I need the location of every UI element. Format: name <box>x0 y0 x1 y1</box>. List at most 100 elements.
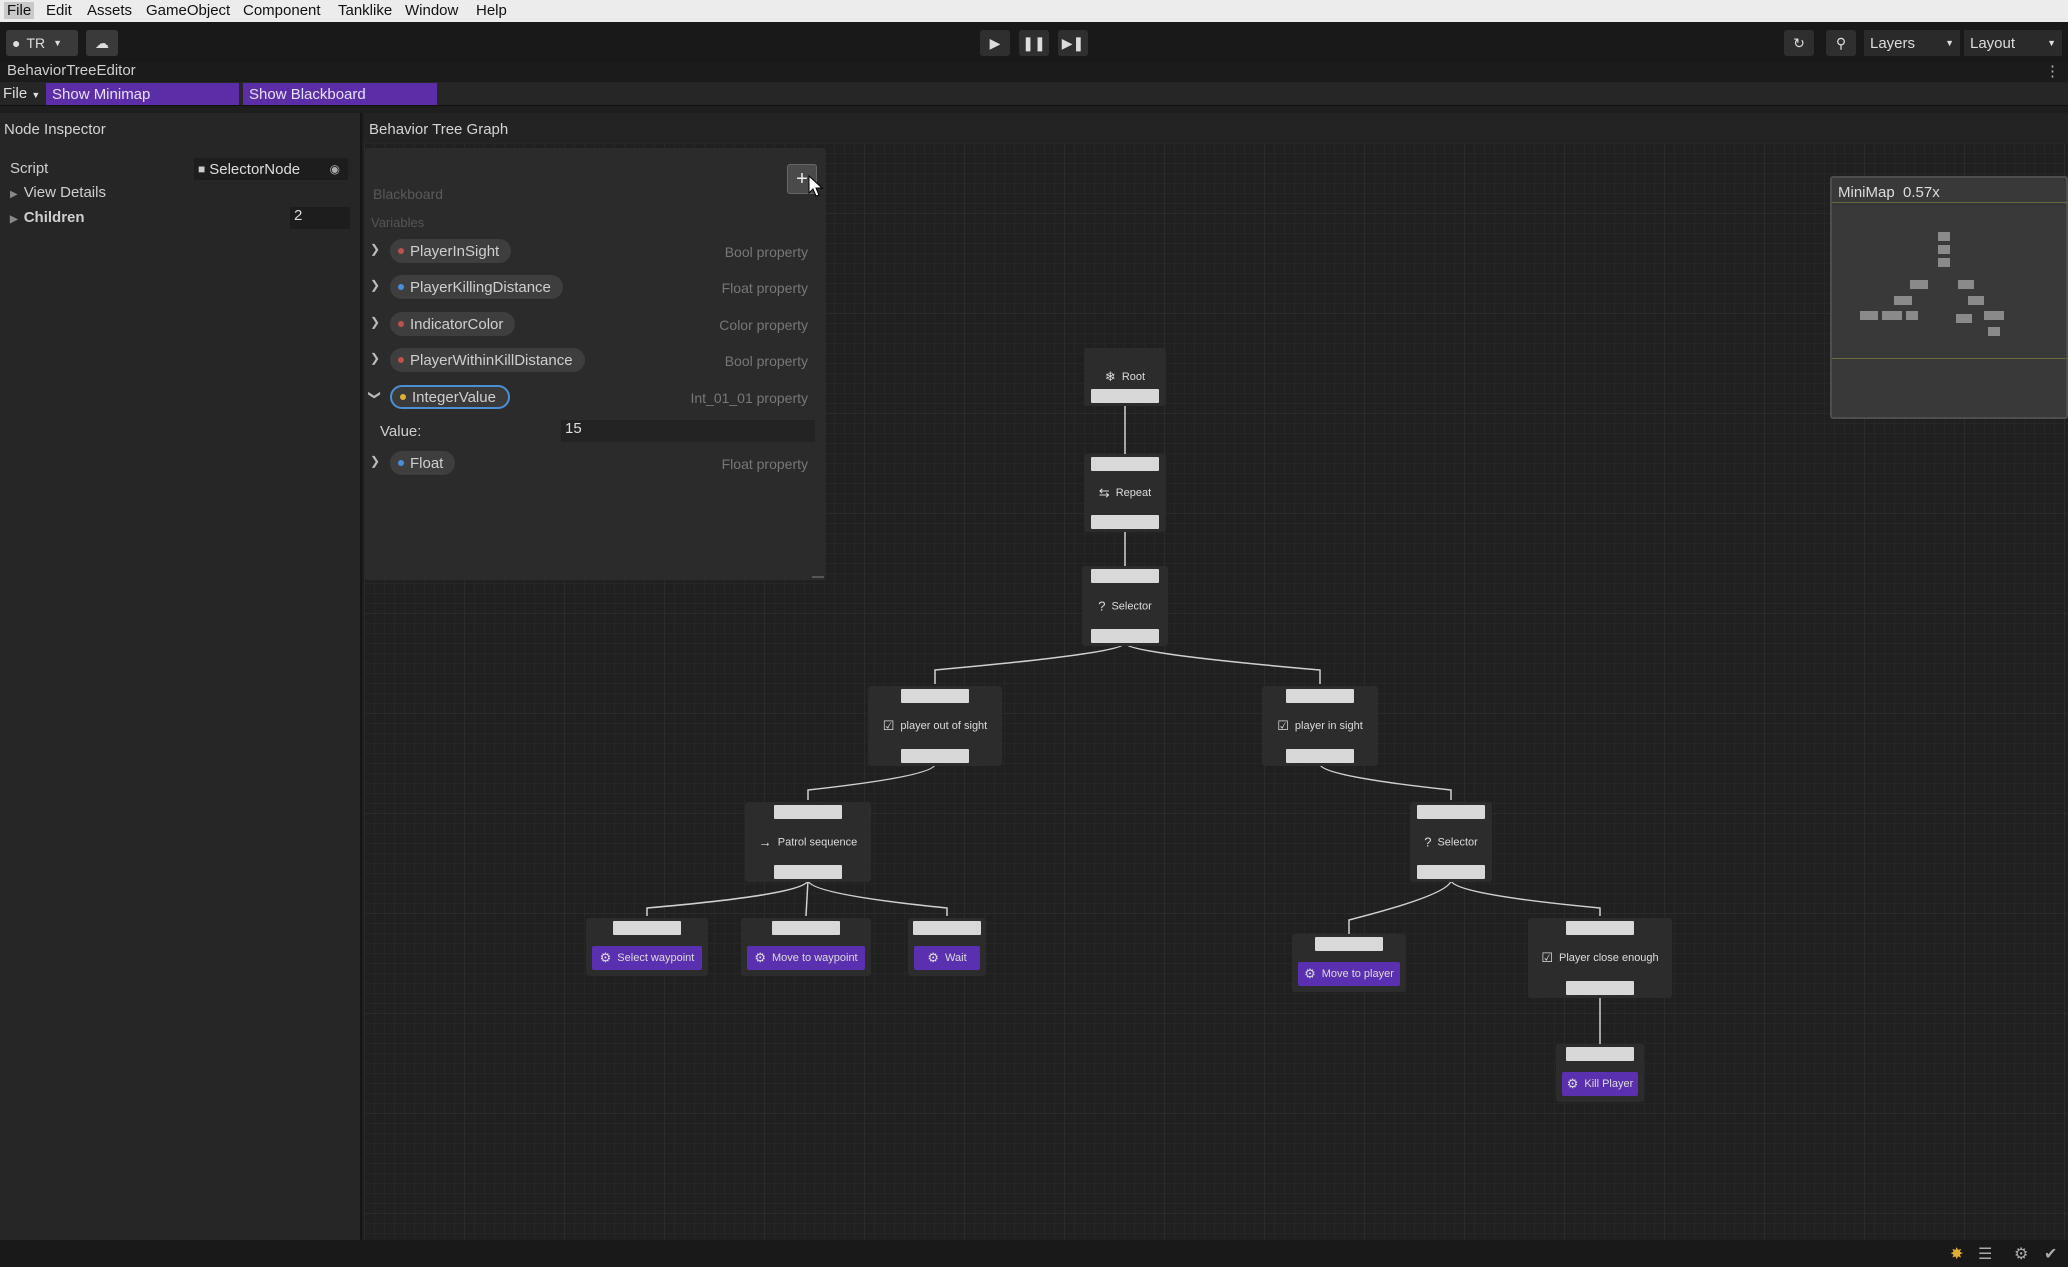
output-port[interactable] <box>1286 749 1354 763</box>
chevron-right-icon[interactable]: ❯ <box>370 242 381 256</box>
menu-gameobject[interactable]: GameObject <box>146 2 231 19</box>
output-port[interactable] <box>774 865 842 879</box>
editor-window-title[interactable]: BehaviorTreeEditor <box>7 62 136 79</box>
input-port[interactable] <box>1566 921 1634 935</box>
input-port[interactable] <box>1091 457 1159 471</box>
menu-assets[interactable]: Assets <box>87 2 133 19</box>
input-port[interactable] <box>1286 689 1354 703</box>
node-wait[interactable]: ⚙Wait <box>908 918 986 976</box>
more-options-icon[interactable]: ⋮ <box>2045 63 2060 80</box>
output-port[interactable] <box>1566 981 1634 995</box>
debug-icon[interactable]: ⚙ <box>2014 1246 2029 1263</box>
menu-help[interactable]: Help <box>476 2 507 19</box>
chevron-down-icon: ▼ <box>31 90 41 100</box>
node-repeat[interactable]: ⇆Repeat <box>1084 454 1166 532</box>
editor-file-menu[interactable]: File ▼ <box>3 85 40 102</box>
input-port[interactable] <box>613 921 681 935</box>
chevron-right-icon[interactable]: ❯ <box>370 315 381 329</box>
pause-button[interactable]: ❚❚ <box>1019 30 1049 56</box>
node-selector-top[interactable]: ?Selector <box>1082 566 1168 646</box>
step-icon: ▶❚ <box>1061 34 1085 51</box>
status-check-icon[interactable]: ✔ <box>2044 1246 2058 1263</box>
type-dot-icon <box>398 321 404 327</box>
variable-pill-selected[interactable]: IntegerValue <box>390 385 510 409</box>
variable-pill[interactable]: PlayerKillingDistance <box>390 275 563 299</box>
script-file-icon: ■ <box>198 162 206 176</box>
gear-icon: ⚙ <box>1304 966 1316 981</box>
file-menu-label: File <box>3 85 28 102</box>
output-port[interactable] <box>1417 865 1485 879</box>
script-object-field[interactable]: ■ SelectorNode ◉ <box>194 158 348 180</box>
step-button[interactable]: ▶❚ <box>1058 30 1088 56</box>
play-icon: ▶ <box>989 34 1001 51</box>
input-port[interactable] <box>1091 569 1159 583</box>
chevron-down-icon: ▼ <box>2047 38 2056 48</box>
show-minimap-button[interactable]: Show Minimap <box>46 83 239 105</box>
node-move-to-player[interactable]: ⚙Move to player <box>1292 934 1406 992</box>
resize-handle[interactable] <box>812 576 824 578</box>
minimap-viewport-bottom <box>1832 358 2068 359</box>
variable-row: ❯ PlayerWithinKillDistance Bool property <box>364 345 826 375</box>
chevron-down-icon[interactable]: ❯ <box>368 389 383 401</box>
node-selector-right[interactable]: ?Selector <box>1410 802 1492 882</box>
account-dropdown[interactable]: ● TR ▼ <box>6 30 78 56</box>
input-port[interactable] <box>772 921 840 935</box>
node-player-out-of-sight[interactable]: ☑player out of sight <box>868 686 1002 766</box>
node-kill-player[interactable]: ⚙Kill Player <box>1556 1044 1644 1102</box>
play-button[interactable]: ▶ <box>980 30 1010 56</box>
arrow-right-icon: → <box>758 834 772 850</box>
node-select-waypoint[interactable]: ⚙Select waypoint <box>586 918 708 976</box>
node-player-in-sight[interactable]: ☑player in sight <box>1262 686 1378 766</box>
chevron-right-icon[interactable]: ❯ <box>370 351 381 365</box>
input-port[interactable] <box>1566 1047 1634 1061</box>
output-port[interactable] <box>901 749 969 763</box>
children-foldout[interactable]: ▶Children <box>10 209 85 226</box>
input-port[interactable] <box>774 805 842 819</box>
node-player-close-enough[interactable]: ☑Player close enough <box>1528 918 1672 998</box>
cache-server-icon[interactable]: ☰ <box>1978 1246 1993 1263</box>
history-button[interactable]: ↻ <box>1784 30 1814 56</box>
node-wait-label: Wait <box>945 952 967 964</box>
input-port[interactable] <box>1417 805 1485 819</box>
search-button[interactable]: ⚲ <box>1826 30 1856 56</box>
node-move-to-waypoint-label: Move to waypoint <box>772 952 858 964</box>
object-picker-icon[interactable]: ◉ <box>329 162 340 176</box>
menu-tanklike[interactable]: Tanklike <box>338 2 393 19</box>
layout-dropdown[interactable]: Layout ▼ <box>1964 30 2062 56</box>
cloud-button[interactable]: ☁ <box>86 30 118 56</box>
show-blackboard-button[interactable]: Show Blackboard <box>243 83 437 105</box>
lighting-icon[interactable]: ✸ <box>1950 1246 1964 1263</box>
output-port[interactable] <box>1091 515 1159 529</box>
minimap-panel[interactable]: MiniMap 0.57x <box>1830 176 2068 419</box>
node-move-to-waypoint[interactable]: ⚙Move to waypoint <box>741 918 871 976</box>
minimap-zoom: 0.57x <box>1903 184 1940 201</box>
menu-edit[interactable]: Edit <box>46 2 72 19</box>
chevron-down-icon: ▼ <box>1945 38 1954 48</box>
history-icon: ↻ <box>1793 34 1805 51</box>
variable-pill[interactable]: IndicatorColor <box>390 312 516 336</box>
menu-file[interactable]: File <box>4 2 35 19</box>
variable-type: Float property <box>721 280 808 296</box>
view-details-foldout[interactable]: ▶View Details <box>10 184 106 201</box>
variable-type: Int_01_01 property <box>690 390 808 406</box>
input-port[interactable] <box>901 689 969 703</box>
chevron-right-icon[interactable]: ❯ <box>370 454 381 468</box>
output-port[interactable] <box>1091 389 1159 403</box>
account-label: TR <box>26 35 46 51</box>
variable-pill[interactable]: PlayerInSight <box>390 239 512 263</box>
node-root[interactable]: ❄Root <box>1084 348 1166 406</box>
blackboard-panel: Blackboard + Variables ❯ PlayerInSight B… <box>364 148 826 580</box>
variable-pill[interactable]: Float <box>390 451 456 475</box>
variable-pill[interactable]: PlayerWithinKillDistance <box>390 348 585 372</box>
node-patrol-sequence[interactable]: →Patrol sequence <box>745 802 871 882</box>
output-port[interactable] <box>1091 629 1159 643</box>
chevron-right-icon[interactable]: ❯ <box>370 278 381 292</box>
input-port[interactable] <box>913 921 981 935</box>
minimap-node <box>1906 311 1918 320</box>
layers-dropdown[interactable]: Layers ▼ <box>1864 30 1960 56</box>
children-count-field[interactable]: 2 <box>290 207 350 229</box>
input-port[interactable] <box>1315 937 1383 951</box>
menu-component[interactable]: Component <box>243 2 321 19</box>
integer-value-field[interactable]: 15 <box>561 420 815 442</box>
menu-window[interactable]: Window <box>405 2 459 19</box>
